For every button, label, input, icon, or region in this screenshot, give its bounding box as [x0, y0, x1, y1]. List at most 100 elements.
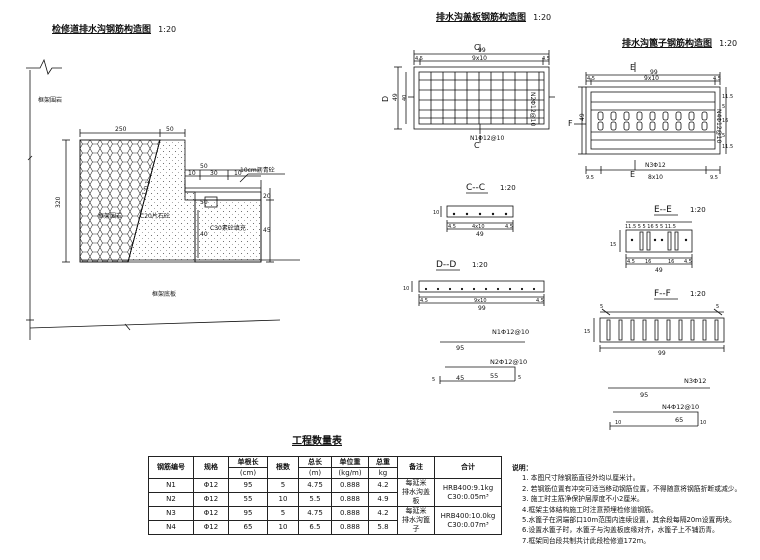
cell: 4.75: [298, 506, 332, 521]
cell: N2: [148, 492, 194, 507]
dim-320: 320: [55, 196, 62, 208]
title-cover-scale: 1:20: [533, 13, 552, 22]
th-remark: 备注: [397, 456, 435, 479]
dim-50a: 50: [166, 126, 174, 133]
title-table: 工程数量表: [292, 436, 342, 447]
unit-m: (m): [298, 467, 332, 479]
cell: 0.888: [331, 478, 369, 493]
table-row: N1 Φ12 95 5 4.75 0.888 4.2 每延米排水沟盖板 HRB4…: [148, 478, 502, 507]
label-mid: 框架围岩: [98, 212, 122, 220]
cell: 5: [267, 478, 299, 493]
label-slope: 1:0.1: [141, 180, 152, 197]
scale-dd: 1:20: [472, 261, 488, 269]
dim-cc-49: 49: [476, 231, 484, 238]
th-len: 单根长: [228, 456, 268, 468]
th-count: 根数: [267, 456, 299, 479]
section-cc-labels: C--C 1:20 10 4.5 4x10 4.5 49: [433, 183, 516, 238]
dim-dd-4-5b: 4.5: [536, 298, 544, 304]
dim-dd-9x10: 9x10: [474, 298, 487, 304]
note-3: 3. 施工时主筋净保护层厚度不小2厘米。: [522, 495, 644, 504]
sec-c-top: C: [474, 43, 480, 52]
cell: 0.888: [331, 492, 369, 507]
th-bar-no: 钢筋编号: [148, 456, 194, 479]
dim-cover-49: 49: [392, 93, 399, 101]
cell: N4: [148, 520, 194, 535]
dim-ff-99: 99: [658, 350, 666, 357]
cell: 10: [267, 520, 299, 535]
dim-cover-9x10: 9x10: [472, 55, 487, 62]
th-spec: 规格: [193, 456, 229, 479]
dim-ee-16b: 16: [668, 259, 674, 265]
bar-shapes: [439, 341, 710, 430]
unit-cm: (cm): [228, 467, 268, 479]
cell: 4.75: [298, 478, 332, 493]
dim-ff-5a: 5: [600, 304, 603, 310]
dim-20: 20: [263, 193, 271, 200]
label-rock: 框架围岩: [38, 96, 62, 104]
table-unit-row: (cm) (m) (kg/m) kg: [149, 467, 502, 479]
note-1: 1. 本图尺寸除钢筋直径外均以厘米计。: [522, 474, 640, 483]
label-n4-grate: N4Φ12@10: [715, 109, 722, 143]
quantity-table: 钢筋编号 规格 单根长 根数 总长 单位重 总重 备注 合计 (cm) (m) …: [148, 456, 502, 535]
dim-ee-16: 16: [645, 259, 651, 265]
dim-ee-15: 15: [610, 242, 616, 248]
title-dd: D--D: [436, 260, 456, 270]
dim-grate-9-5b: 9.5: [710, 175, 718, 181]
section-ee-view: [619, 214, 693, 268]
grate-plan-labels: E E 99 4.5 9x10 4.5 49 F N4Φ12@10 N3Φ12 …: [568, 63, 733, 181]
title-left: 检修道排水沟钢筋构造图 1:20: [52, 22, 176, 35]
dim-cover-40: 40: [402, 95, 408, 101]
title-cc: C--C: [466, 183, 485, 193]
dim-grate-r5: 11.5: [722, 144, 733, 150]
bar-n2-label: N2Φ12@10: [490, 358, 527, 366]
note-6: 6.设置水篦子时，水篦子与沟盖板底缘对齐，水篦子上不铺沥青。: [522, 526, 719, 535]
section-dd-view: [411, 269, 545, 306]
cell: 0.888: [331, 506, 369, 521]
left-section-labels: 框架围岩 框架围岩 框架底板 C20片石砼 C30素砼填充 10cm沥青砼 1:…: [38, 96, 275, 298]
unit-kgm: (kg/m): [331, 467, 369, 479]
cell: 5.8: [368, 520, 398, 535]
sec-e-bottom: E: [630, 170, 635, 179]
section-ff-view: [593, 298, 725, 352]
ee-slots: [639, 231, 679, 251]
dim-10: 10: [188, 170, 196, 177]
note-2: 2. 若钢筋位置有冲突可适当移动钢筋位置，不得随意将钢筋折断或减少。: [522, 484, 742, 493]
bar-n4-b: 10: [615, 420, 621, 426]
sec-e-top: E: [630, 63, 635, 72]
dim-ff-15: 15: [584, 329, 590, 335]
dim-cover-4-5b: 4.5: [542, 56, 550, 62]
cell: 95: [228, 478, 268, 493]
title-ee: E--E: [654, 205, 672, 215]
grate-slots: [597, 111, 708, 131]
cell: N3: [148, 506, 194, 521]
remark-grate-a: 每延米: [405, 507, 427, 515]
grate-plan-view: [574, 62, 727, 174]
title-left-text: 检修道排水沟钢筋构造图: [52, 25, 152, 35]
bar-n2-b: 55: [490, 372, 498, 380]
cover-plan-view: [394, 44, 555, 143]
dim-ee-49: 49: [655, 267, 663, 274]
bar-n2-d: 5: [518, 375, 521, 381]
dim-250: 250: [115, 126, 127, 133]
dim-cc-10: 10: [433, 210, 439, 216]
note-5: 5.水篦子在洞端部口10m范围内连续设置，其余段每隔20m设置两块。: [522, 516, 736, 525]
section-cc-view: [440, 192, 514, 232]
bar-n3-label: N3Φ12: [684, 377, 706, 385]
bar-n4-c: 10: [700, 420, 706, 426]
remark-cover-b: 排水沟盖板: [402, 488, 430, 505]
scale-ff: 1:20: [690, 290, 706, 298]
dim-grate-4-5b: 4.5: [713, 76, 721, 82]
cell: 4.9: [368, 492, 398, 507]
cell: 4.2: [368, 478, 398, 493]
bar-labels: N1Φ12@10 95 N2Φ12@10 45 55 5 5 N3Φ12 95 …: [432, 328, 706, 426]
notes: 说明： 1. 本图尺寸除钢筋直径外均以厘米计。 2. 若钢筋位置有冲突可适当移动…: [512, 463, 741, 546]
cell: 6.5: [298, 520, 332, 535]
th-totalw: 总重: [368, 456, 398, 468]
note-4: 4.框架主体结构施工时注意预埋检修道钢筋。: [522, 505, 658, 514]
dim-cc-4x10: 4x10: [472, 224, 485, 230]
cell: 0.888: [331, 520, 369, 535]
dim-ee-4-5a: 4.5: [627, 259, 635, 265]
dim-cover-4-5a: 4.5: [415, 56, 423, 62]
remark-cover-a: 每延米: [405, 479, 427, 487]
